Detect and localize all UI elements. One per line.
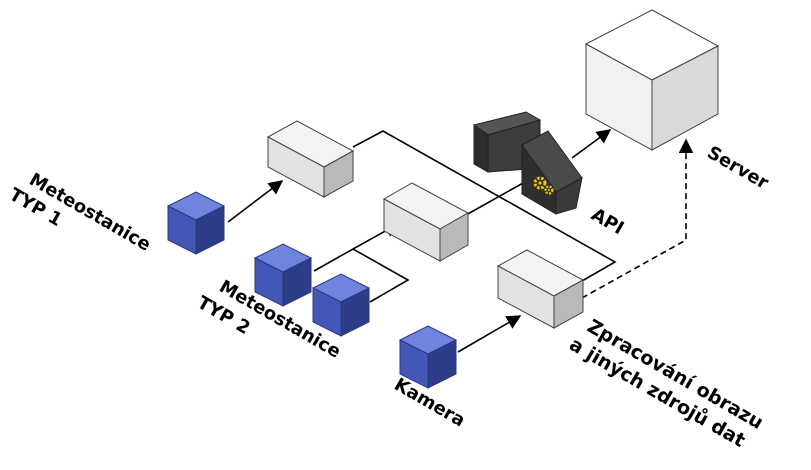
dashed-processing-to-server	[581, 138, 694, 299]
arrow-meteo1-to-collector1	[227, 180, 284, 223]
meteo-station-type1-cube	[166, 191, 226, 255]
connections	[227, 129, 694, 353]
arrow-api-to-server	[571, 129, 612, 159]
line-collector2-to-api	[465, 177, 533, 216]
arrow-camera-to-processing	[457, 315, 522, 353]
meteo-station-type2-cube-b	[311, 273, 371, 337]
label-api: API	[588, 204, 628, 239]
line-meteo2a-to-collector2	[313, 248, 410, 303]
label-meteo-type1: Meteostanice TYP 1	[6, 169, 155, 256]
processing-box	[496, 249, 585, 329]
camera-cube	[398, 325, 458, 389]
gear-icon	[533, 176, 554, 195]
label-processing: Zpracování obrazu a jiných zdrojů dat	[566, 315, 768, 452]
collector-box-2	[382, 182, 470, 262]
label-server: Server	[704, 142, 773, 194]
meteo-station-type2-cube-a	[253, 243, 313, 307]
server-cube	[584, 9, 720, 151]
collector-box-1	[266, 120, 355, 198]
api-block	[472, 111, 583, 215]
